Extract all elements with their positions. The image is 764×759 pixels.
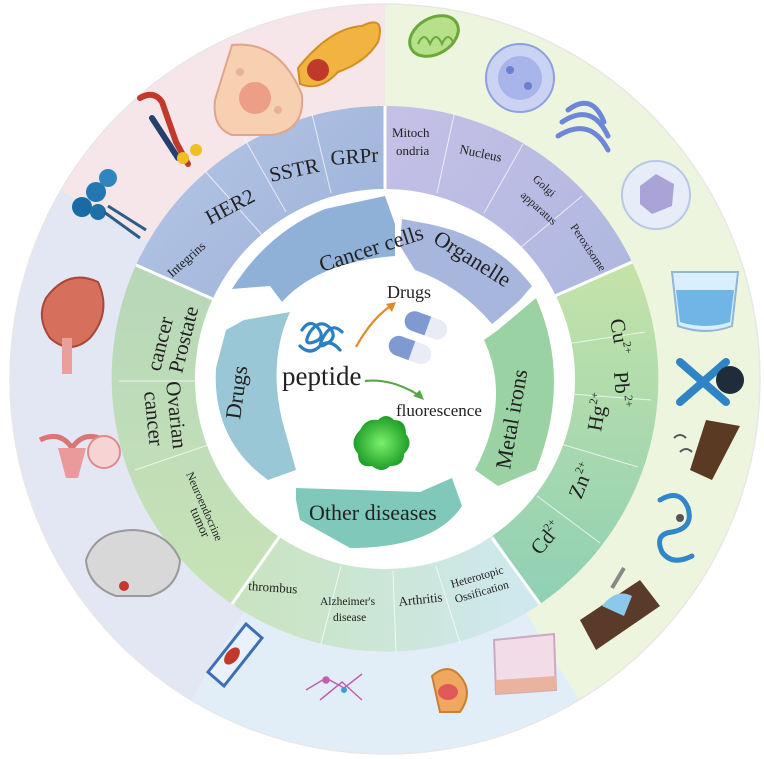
inner-ring	[195, 189, 575, 569]
item-alz-2: disease	[333, 612, 366, 624]
center-drugs-label: Drugs	[387, 282, 431, 302]
protein-ribbon-icon	[657, 493, 695, 563]
skull-crossbones-icon	[676, 358, 744, 406]
item-mito-1: Mitoch	[392, 125, 430, 140]
pancreas-tumor-icon	[296, 21, 381, 88]
cancer-cell-icon	[213, 43, 304, 136]
item-pb: Pb 2+	[609, 371, 635, 408]
item-hg: Hg 2+	[582, 391, 610, 433]
brain-icon	[84, 528, 182, 597]
beaker-icon	[670, 271, 740, 332]
inner-arrow-metal-irons	[475, 298, 554, 486]
item-cu: Cu 2+	[605, 317, 634, 355]
inner-arrow-other-diseases	[296, 478, 462, 548]
nucleus-icon	[485, 43, 555, 113]
svg-text:Pb: Pb	[609, 371, 634, 395]
svg-text:2+: 2+	[588, 391, 602, 405]
section-other-diseases: Other diseases	[309, 500, 437, 525]
electrode-sensor-icon	[580, 566, 660, 650]
inner-arrow-drugs	[215, 312, 296, 480]
mitochondria-icon	[408, 14, 460, 58]
bladder-organ-icon	[40, 276, 105, 374]
svg-text:Cu: Cu	[605, 317, 633, 346]
joint-arthritis-icon	[430, 668, 468, 713]
svg-text:2+: 2+	[622, 395, 635, 408]
peptide-label: peptide	[282, 361, 361, 391]
peroxisome-icon	[621, 160, 691, 230]
bone-tissue-icon	[492, 632, 558, 696]
inner-arrow-organelle	[400, 219, 532, 324]
soil-pollution-icon	[673, 420, 740, 480]
capsule-icon	[388, 311, 448, 365]
center-core: peptide Drugs fluorescence	[282, 282, 482, 470]
receptor-chain-icon	[72, 169, 147, 240]
item-thrombus: thrombus	[248, 578, 298, 596]
uterus-ovary-icon	[38, 433, 121, 478]
fluorescence-blob-icon	[353, 416, 410, 470]
neuron-network-icon	[305, 673, 363, 701]
fluorescence-arrow	[364, 379, 421, 397]
blood-vessel-thrombus-icon	[205, 621, 265, 689]
fluorescence-label: fluorescence	[396, 401, 482, 420]
golgi-apparatus-icon	[555, 100, 611, 153]
svg-text:2+: 2+	[573, 460, 589, 476]
item-alz-1: Alzheimer's	[320, 596, 376, 608]
inner-arrow-cancer-cells	[232, 196, 395, 302]
svg-text:2+: 2+	[620, 341, 634, 355]
her2-receptor-icon	[137, 91, 202, 167]
item-arthritis: Arthritis	[398, 589, 443, 609]
svg-text:Hg: Hg	[582, 403, 610, 433]
item-mito-2: ondria	[396, 143, 429, 158]
peptide-chain-icon	[298, 321, 344, 353]
item-grpr: GRPr	[330, 143, 379, 170]
item-ovarian-2: cancer	[139, 390, 169, 447]
